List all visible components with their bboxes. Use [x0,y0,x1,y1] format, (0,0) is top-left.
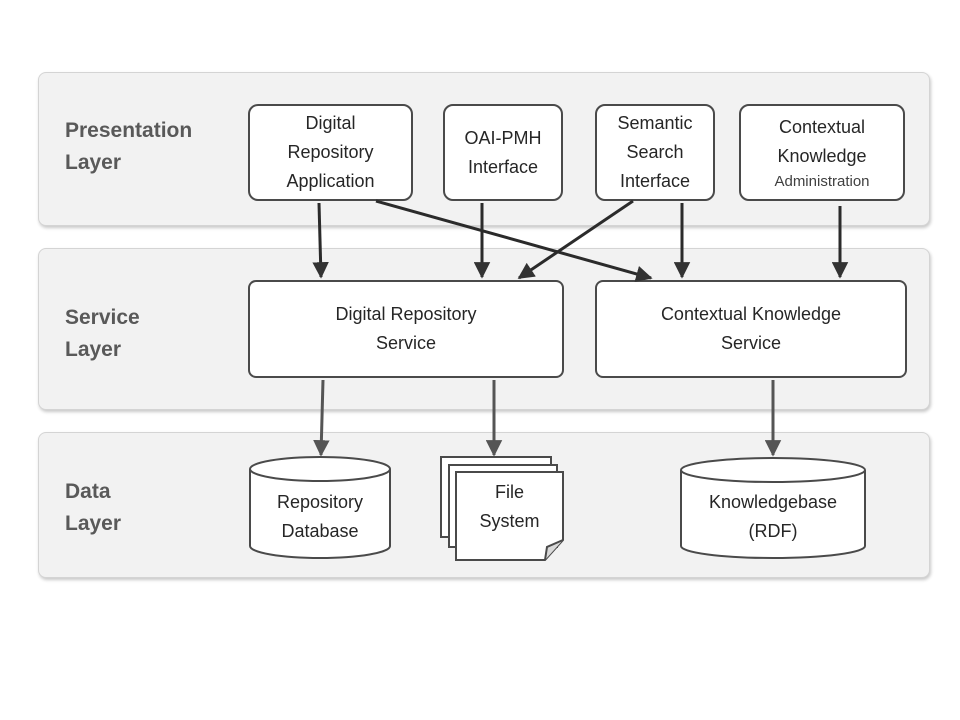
box-line: Contextual [778,116,866,137]
semantic-search-interface-box: Semantic Search Interface [595,104,715,201]
file-system-label: File System [479,482,540,531]
knowledgebase-cylinder [680,457,866,559]
box-line: Application [286,171,375,191]
box-line: Search [626,142,684,162]
box-line: Repository [287,142,374,162]
digital-repository-application-box: Digital Repository Application [248,104,413,201]
box-line: Semantic [617,113,693,133]
contextual-knowledge-service-label: Contextual Knowledge Service [660,304,842,353]
box-line: Interface [467,156,539,177]
data-layer-title: Data Layer [65,480,122,535]
repository-database-label: Repository Database [276,492,364,541]
box-line: Knowledge [777,145,867,166]
box-line: OAI-PMH [464,127,542,148]
arrow-app-to-knowledge-service [375,199,653,282]
box-line: Interface [619,171,691,191]
arrow-repo-service-to-database [313,379,330,457]
service-layer-title: Service Layer [65,306,140,361]
box-line-small: Administration [774,172,870,190]
contextual-knowledge-administration-box: Contextual Knowledge Administration [739,104,905,201]
box-line: Digital [305,113,356,133]
knowledgebase-label: Knowledgebase (RDF) [708,492,838,541]
arrow-search-to-repo-service [517,199,634,280]
arrow-app-to-repo-service [312,202,329,279]
digital-repository-service-label: Digital Repository Service [335,304,477,353]
contextual-knowledge-service-box: Contextual Knowledge Service [595,280,907,378]
oai-pmh-interface-box: OAI-PMH Interface [443,104,563,201]
presentation-layer-title: Presentation Layer [65,119,193,174]
digital-repository-service-box: Digital Repository Service [248,280,564,378]
file-system-stack [440,456,564,561]
repository-database-cylinder [249,456,391,559]
